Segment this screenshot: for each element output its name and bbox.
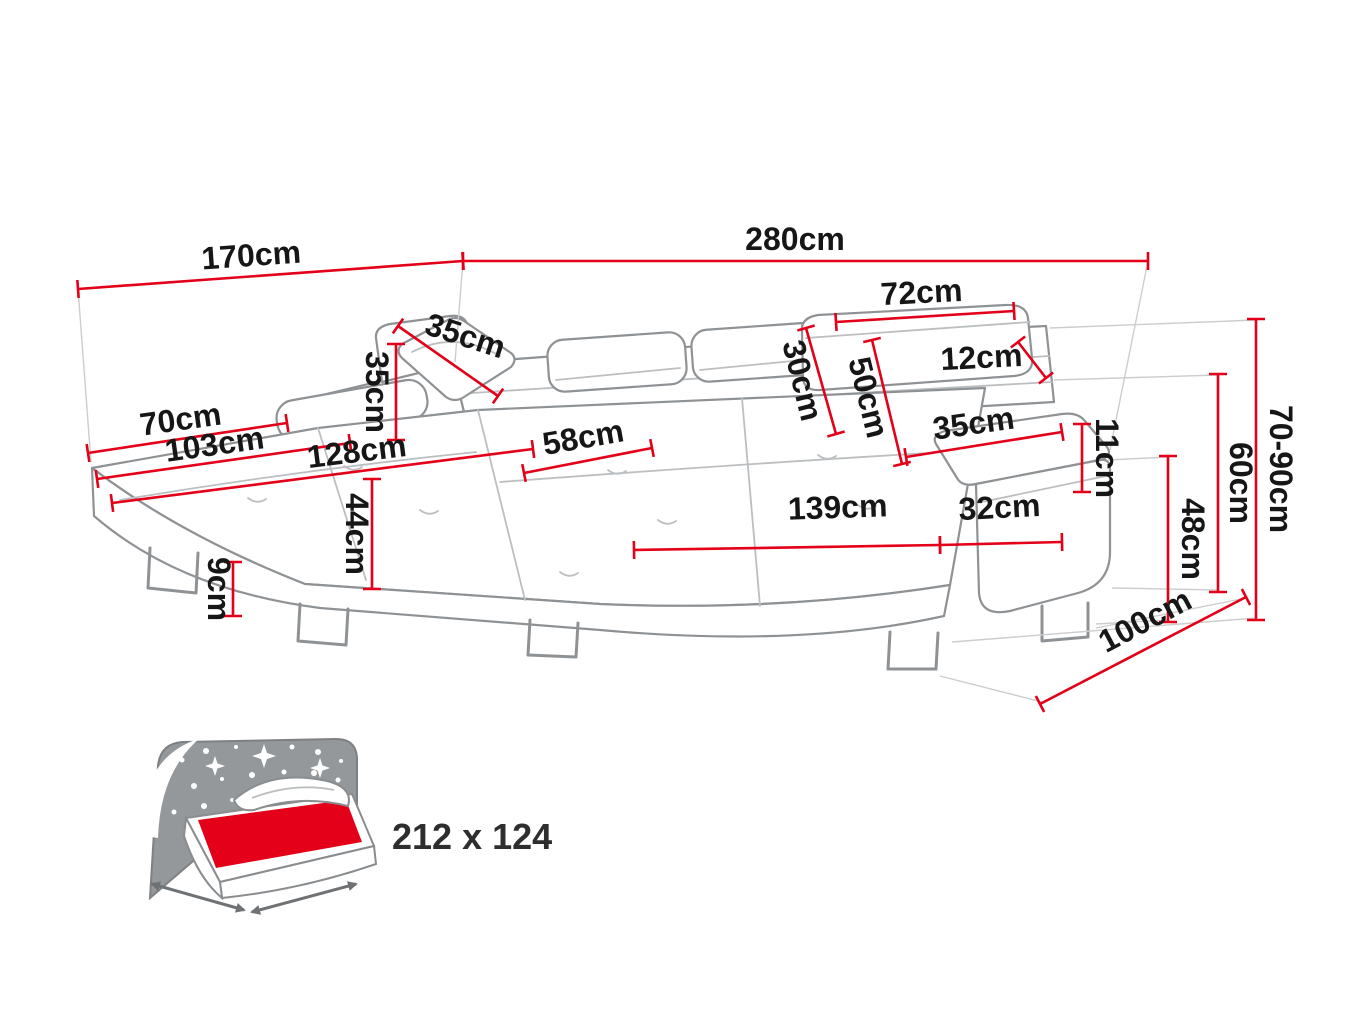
dimension-label-headrest-width: 72cm [880, 272, 964, 312]
dimension-label-leg-height: 9cm [201, 557, 237, 621]
stars [171, 744, 343, 815]
dimension-backrest-total-height: 60cm [1209, 372, 1259, 594]
dimension-seat-front-width: 139cm [632, 487, 942, 560]
mattress-top-sheet [198, 800, 362, 868]
dimension-label-left-backrest-height: 35cm [359, 351, 395, 433]
sofa-base [90, 466, 952, 638]
dimension-leg-height: 9cm [201, 557, 242, 621]
headrest-folded-left [546, 331, 688, 393]
dimension-overall-height: 70-90cm [1247, 317, 1299, 622]
dimension-label-seat-front-width: 139cm [787, 487, 888, 526]
blanket [232, 776, 350, 812]
dimension-label-armrest-front-width: 32cm [958, 487, 1042, 527]
dimension-label-overall-height: 70-90cm [1263, 405, 1299, 533]
dimension-headrest-thickness: 12cm [940, 335, 1054, 385]
blanket-fold [251, 786, 335, 799]
dimension-label-armrest-height: 48cm [1175, 498, 1211, 580]
dimension-total-depth: 100cm [1034, 581, 1252, 713]
dimension-label-armrest-thickness: 11cm [1089, 418, 1125, 498]
dimension-label-seat-height: 44cm [339, 493, 375, 575]
sleeping-area-icon: 212 x 124 [144, 737, 552, 915]
dimension-left-backrest-height: 35cm [359, 342, 405, 442]
dimension-back-total-width: 280cm [461, 221, 1150, 270]
width-arrow [150, 881, 246, 913]
length-arrow [250, 881, 358, 915]
dimension-label-headrest-thickness: 12cm [940, 337, 1024, 377]
sleeping-area-label: 212 x 124 [392, 816, 552, 857]
dimension-armrest-thickness: 11cm [1073, 418, 1125, 498]
dimension-headrest-width: 72cm [834, 272, 1016, 332]
dimension-armrest-front-width: 32cm [938, 487, 1064, 555]
dimension-label-back-left-width: 170cm [200, 234, 302, 277]
dimension-label-total-depth: 100cm [1092, 581, 1197, 660]
dimension-label-backrest-total-height: 60cm [1223, 442, 1259, 524]
dimension-back-left-width: 170cm [76, 234, 465, 299]
dimension-seat-height: 44cm [339, 477, 381, 591]
dimension-label-back-total-width: 280cm [745, 221, 845, 257]
headboard-curl [144, 738, 200, 838]
